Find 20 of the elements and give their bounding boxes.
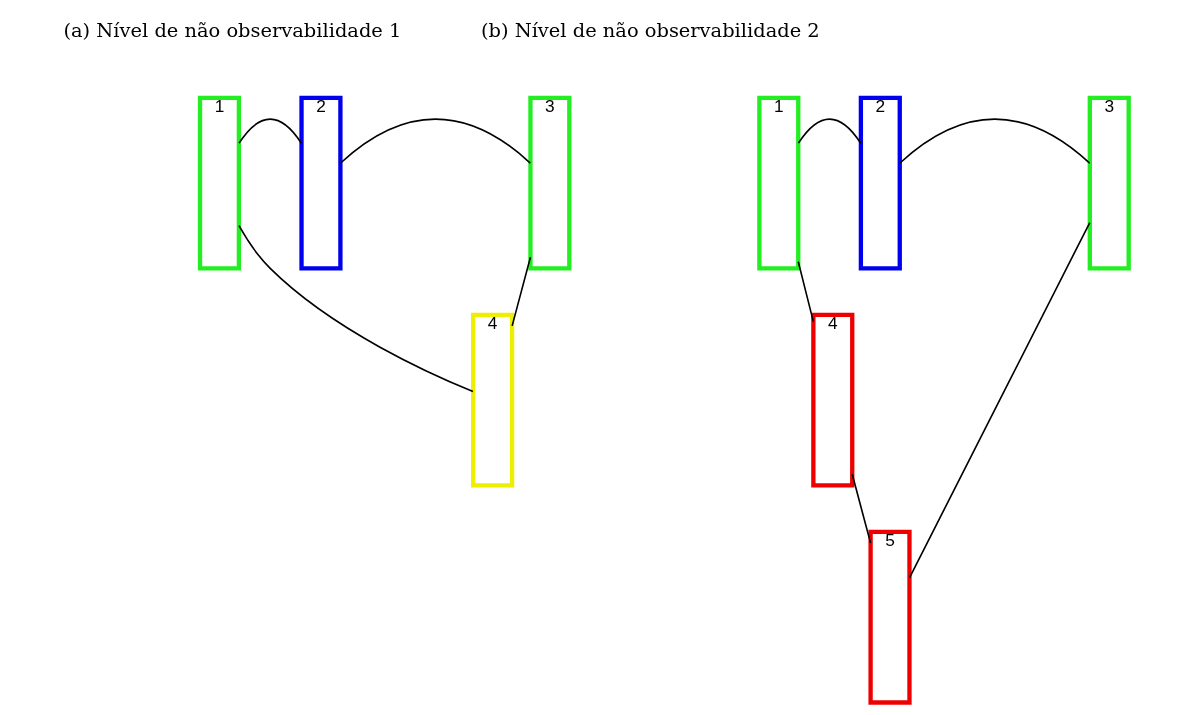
connector <box>850 473 871 544</box>
node-box: 3 <box>1087 95 1131 271</box>
connector <box>898 118 1090 164</box>
node-box: 1 <box>756 95 800 271</box>
connector <box>797 118 862 145</box>
node-box: 4 <box>810 312 854 488</box>
connector <box>797 260 814 323</box>
node-box: 1 <box>197 95 241 271</box>
label: (b) Nível de não observabilidade 2 <box>480 18 820 42</box>
connector <box>510 256 531 327</box>
node-box: 3 <box>527 95 571 271</box>
connector <box>339 118 531 164</box>
node-box: 2 <box>858 95 902 271</box>
connector <box>237 224 474 393</box>
connector <box>237 118 302 145</box>
node-box: 5 <box>867 529 912 705</box>
label: (a) Nível de não observabilidade 1 <box>62 18 401 42</box>
connector <box>908 221 1091 579</box>
node-box: 2 <box>298 95 343 271</box>
node-box: 4 <box>470 312 514 488</box>
